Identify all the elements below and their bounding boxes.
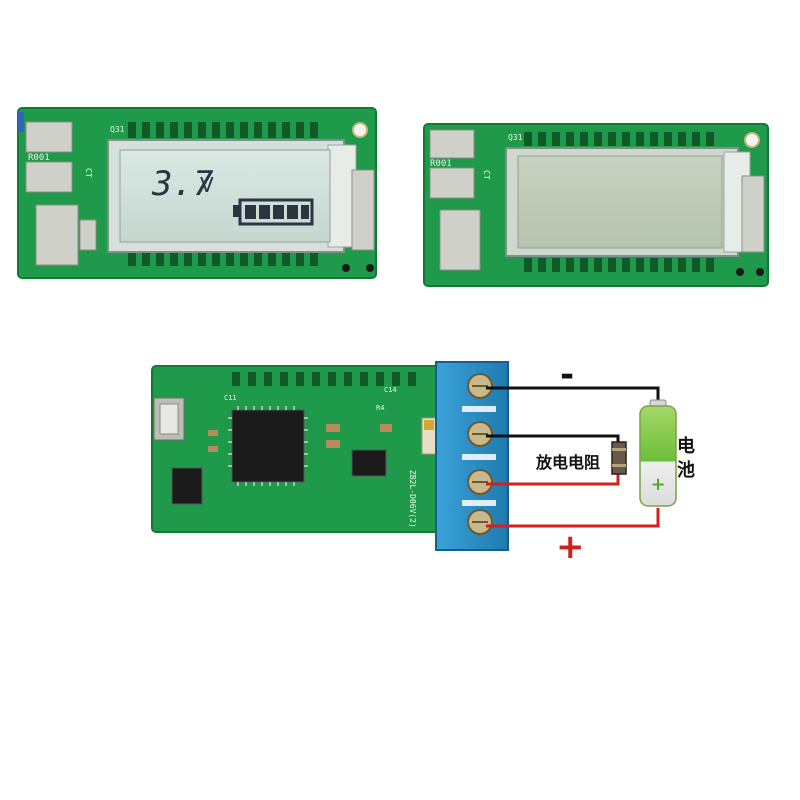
silk-q31-right: Q31 [508, 133, 523, 142]
plus-sign: + [556, 527, 585, 567]
board-top-left: R001 CT Q31 3.7 V [17, 107, 377, 279]
silk-ct: CT [84, 168, 93, 178]
wire-red-resistor [486, 474, 620, 486]
battery-label-2: 池 [677, 460, 695, 481]
lcd-battery-icon [233, 198, 314, 226]
silk-r001: R001 [28, 153, 50, 163]
screw-terminal-block [435, 361, 509, 551]
battery-plus-mark: + [650, 474, 665, 495]
discharge-resistor [611, 441, 627, 475]
lcd-voltage-unit: V [200, 173, 214, 197]
pin-row-bottom-right [524, 258, 714, 272]
lcd-voltage-reading: 3.7 [151, 164, 214, 204]
screw-terminal-1 [467, 373, 493, 399]
wire-black-resistor [486, 434, 620, 442]
wire-red-battery [486, 508, 660, 528]
screw-terminal-2 [467, 421, 493, 447]
silk-ct-right: CT [482, 170, 491, 180]
minus-sign: - [560, 355, 574, 395]
pin-row-bottom-board [232, 372, 416, 386]
pin-row-bottom [128, 250, 318, 266]
screw-terminal-3 [467, 469, 493, 495]
battery: + [639, 399, 677, 507]
silk-r001-right: R001 [430, 159, 452, 169]
silk-model: ZB2L-D06V(2) [408, 470, 417, 528]
pin-row-top-right [524, 132, 714, 146]
screw-terminal-4 [467, 509, 493, 535]
pin-row-top [128, 122, 318, 138]
resistor-label: 放电电阻 [536, 453, 601, 472]
board-top-right: R001 CT Q31 [423, 123, 769, 287]
silk-c14: C14 [384, 386, 397, 394]
silk-c11: C11 [224, 394, 237, 402]
board-bottom: C11 C14 R4 ZB2L-D06V(2) [151, 361, 509, 551]
silk-q31: Q31 [110, 125, 125, 134]
silk-r4: R4 [376, 404, 384, 412]
battery-label-1: 电 [677, 436, 695, 457]
